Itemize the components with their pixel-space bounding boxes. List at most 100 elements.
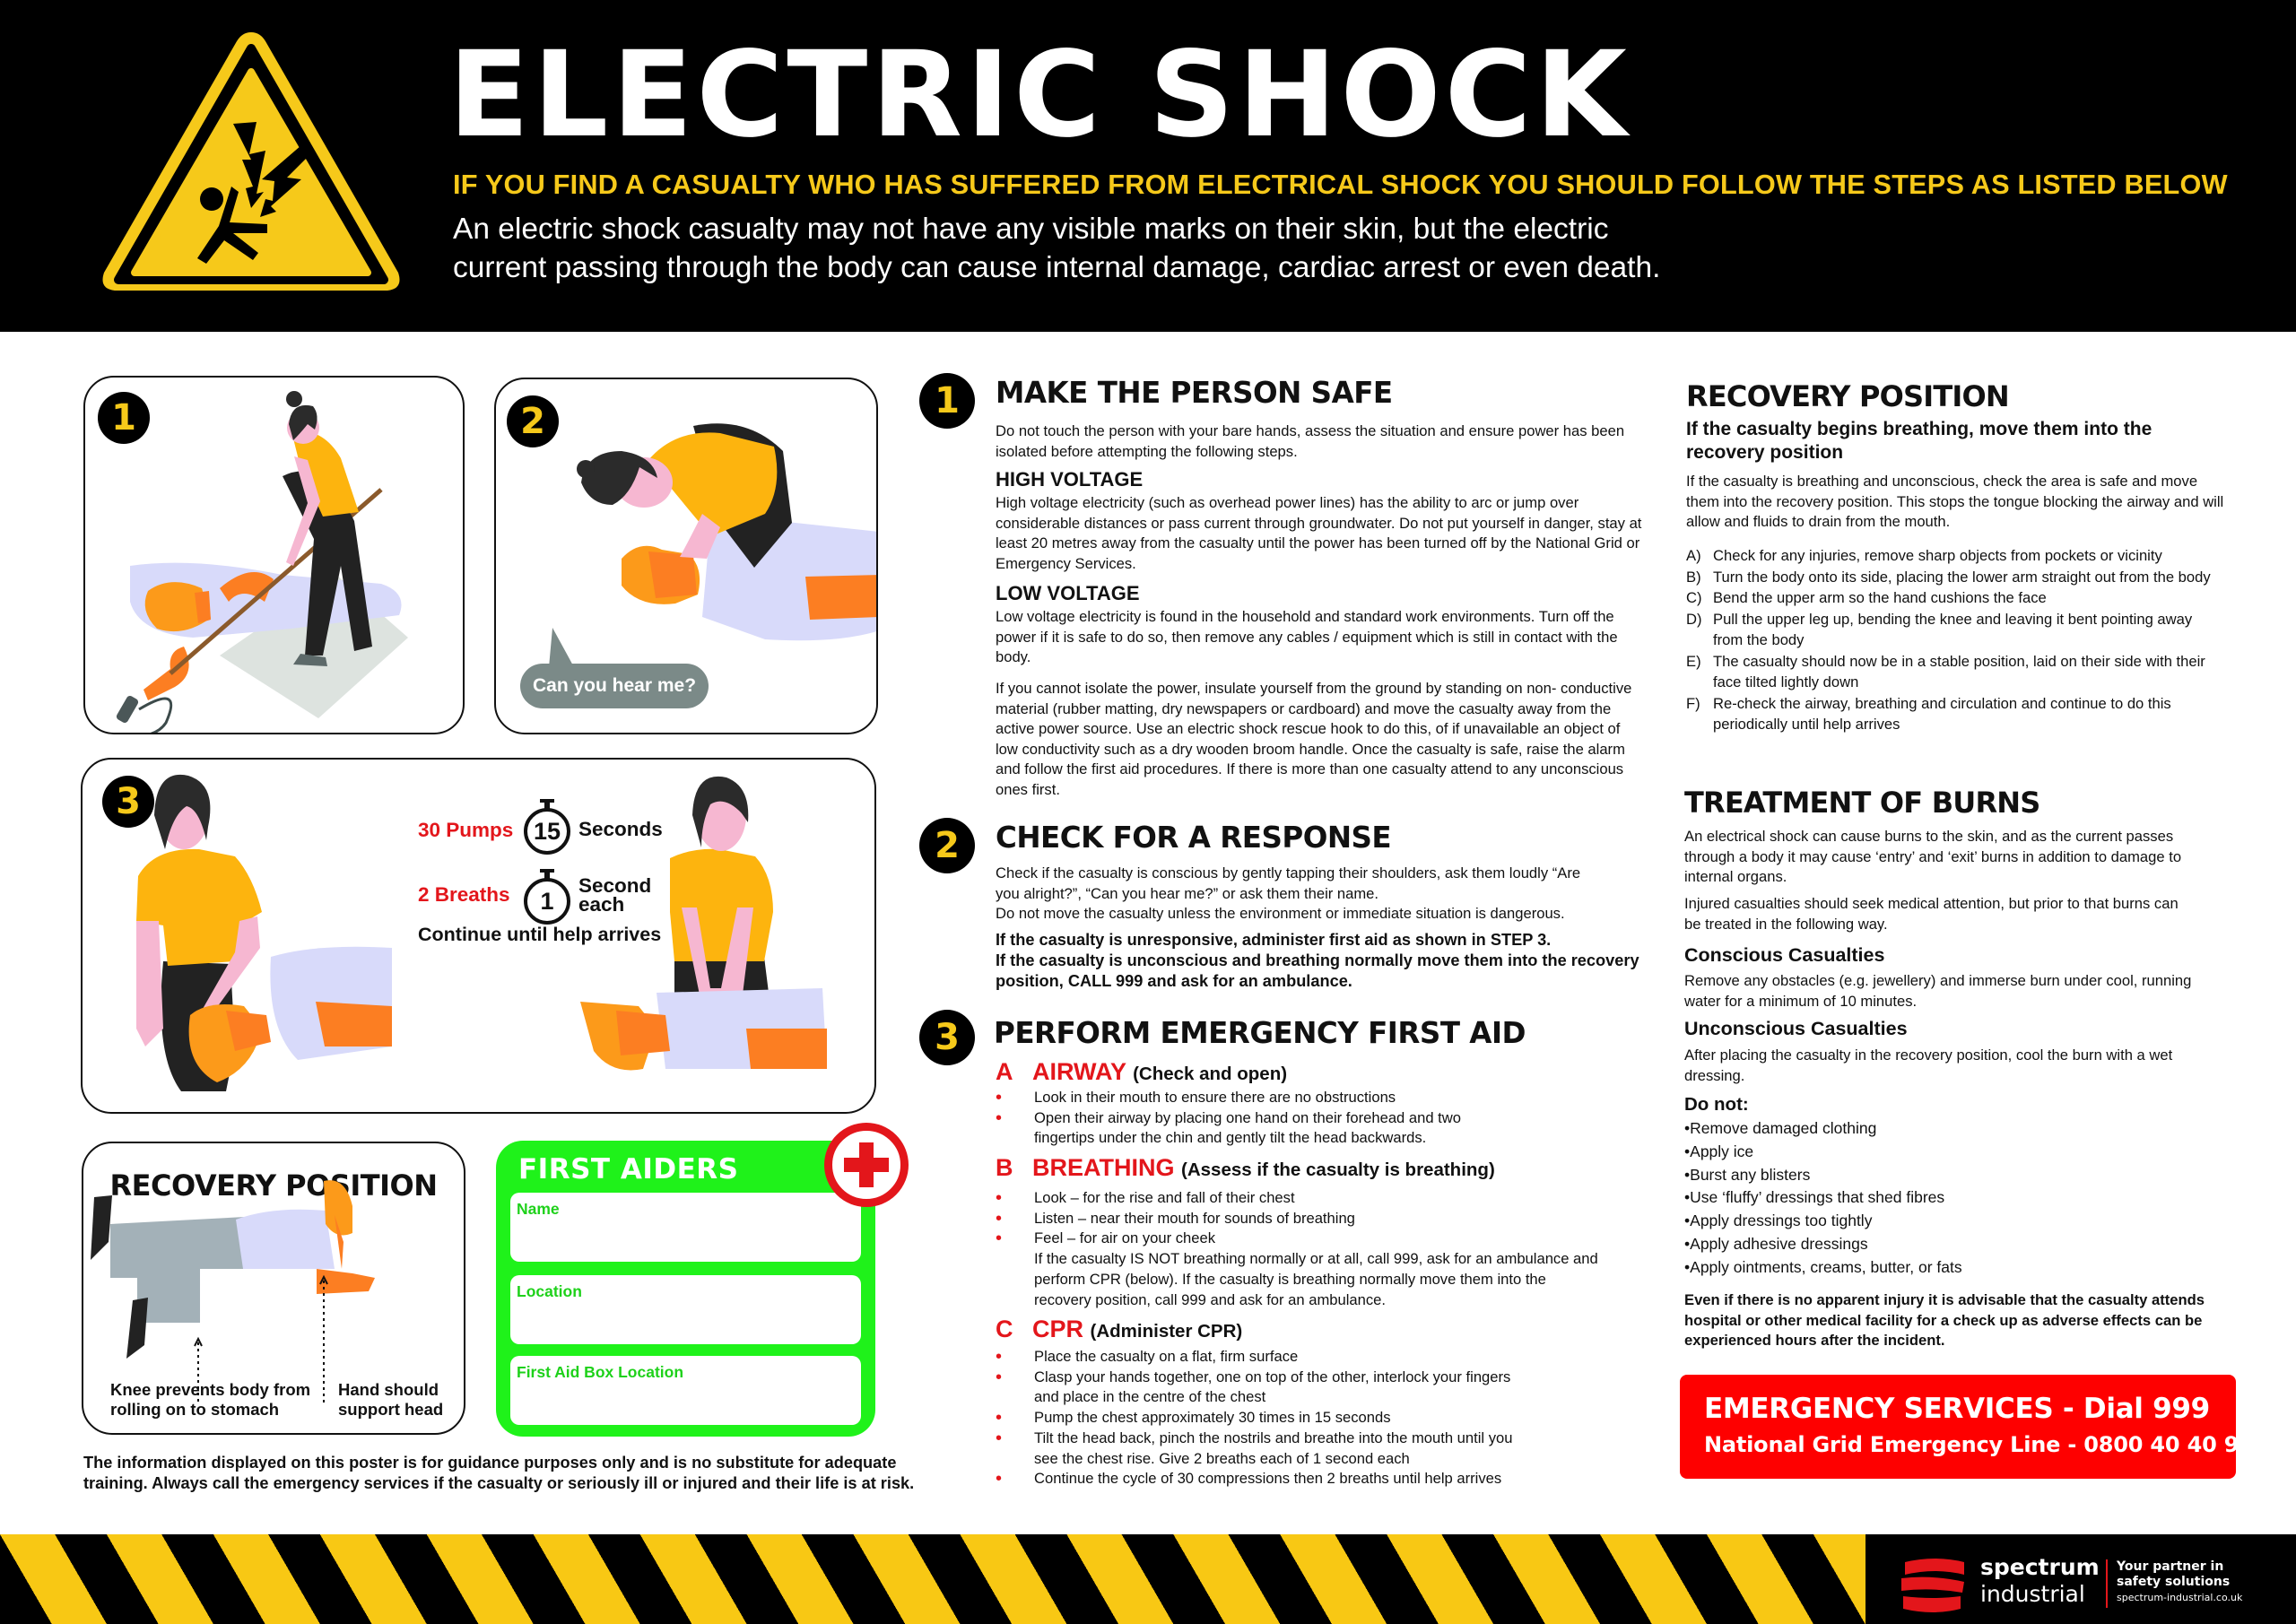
recovery-position-title: RECOVERY POSITION — [1686, 379, 2010, 413]
stopwatch-icon: 15 — [524, 799, 570, 855]
low-voltage-text: Low voltage electricity is found in the … — [996, 608, 1618, 665]
breathing-heading: BREATHING (Assess if the casualty is bre… — [1032, 1154, 1495, 1182]
high-voltage-text: High voltage electricity (such as overhe… — [996, 494, 1642, 572]
knee-caption-line-1: Knee prevents body from — [110, 1380, 311, 1399]
list-item: Pump the chest approximately 30 times in… — [996, 1408, 1534, 1429]
disclaimer: The information displayed on this poster… — [83, 1453, 944, 1494]
item-letter: F) — [1686, 694, 1700, 712]
airway-heading: AIRWAY (Check and open) — [1032, 1058, 1287, 1086]
list-item: F) Re-check the airway, breathing and cir… — [1686, 693, 2224, 735]
list-item: Apply dressings too tightly — [1684, 1210, 1962, 1233]
item-letter: A) — [1686, 547, 1701, 564]
hand-caption-line-1: Hand should — [338, 1380, 439, 1399]
list-item: Tilt the head back, pinch the nostrils a… — [996, 1429, 1534, 1469]
breaths-label: 2 Breaths — [418, 883, 510, 906]
cpr-heading: CPR (Administer CPR) — [1032, 1316, 1242, 1343]
disclaimer-line-1: The information displayed on this poster… — [83, 1454, 897, 1472]
national-grid-line: National Grid Emergency Line - 0800 40 4… — [1704, 1432, 2254, 1457]
red-cross-icon — [824, 1123, 909, 1207]
item-letter: B) — [1686, 568, 1701, 586]
hand-caption-line-2: support head — [338, 1400, 444, 1419]
knee-caption: Knee prevents body from rolling on to st… — [110, 1380, 310, 1420]
high-voltage-title: HIGH VOLTAGE — [996, 468, 1144, 491]
airway-letter: A — [996, 1058, 1013, 1085]
first-aider-name-field[interactable]: Name — [510, 1193, 861, 1262]
brand-url[interactable]: spectrum-industrial.co.uk — [2117, 1592, 2243, 1603]
section-1-intro: Do not touch the person with your bare h… — [996, 422, 1625, 460]
airway-list: Look in their mouth to ensure there are … — [996, 1088, 1516, 1149]
conscious-text: Remove any obstacles (e.g. jewellery) an… — [1684, 972, 2192, 1010]
list-item: Clasp your hands together, one on top of… — [996, 1368, 1534, 1408]
step-1-badge: 1 — [98, 392, 150, 444]
intro-line-2: current passing through the body can cau… — [453, 251, 1661, 284]
list-item: Open their airway by placing one hand on… — [996, 1108, 1516, 1149]
breathing-word: BREATHING — [1032, 1154, 1175, 1181]
recovery-position-text: If the casualty is breathing and unconsc… — [1686, 473, 2224, 531]
list-item: Use ‘fluffy’ dressings that shed fibres — [1684, 1186, 1962, 1210]
breaths-unit: Second each — [578, 875, 651, 916]
section-3-title: PERFORM EMERGENCY FIRST AID — [994, 1016, 1526, 1050]
emergency-numbers-box: EMERGENCY SERVICES - Dial 999 National G… — [1680, 1375, 2254, 1479]
airway-paren: (Check and open) — [1133, 1064, 1288, 1084]
intro-line-1: An electric shock casualty may not have … — [453, 213, 1609, 246]
recovery-steps-list: A)Check for any injuries, remove sharp o… — [1686, 545, 2224, 735]
cpr-letter: C — [996, 1316, 1013, 1342]
continue-until-help: Continue until help arrives — [418, 924, 662, 945]
list-item: Remove damaged clothing — [1684, 1117, 1962, 1141]
pumps-unit: Seconds — [578, 818, 663, 840]
recovery-position-subtitle: If the casualty begins breathing, move t… — [1686, 419, 2152, 463]
first-aid-box-location-field[interactable]: First Aid Box Location — [510, 1356, 861, 1425]
cpr-word: CPR — [1032, 1316, 1084, 1342]
hand-caption: Hand should support head — [338, 1380, 443, 1420]
section-2-text-2: Do not move the casualty unless the envi… — [996, 905, 1565, 922]
header-banner: ELECTRIC SHOCK IF YOU FIND A CASUALTY WH… — [0, 0, 2296, 332]
recovery-position-illustration — [91, 1180, 375, 1405]
recovery-position-panel: RECOVERY POSITION Knee prevents body fro… — [82, 1142, 465, 1435]
step-3-badge: 3 — [102, 776, 154, 828]
list-item: E)The casualty should now be in a stable… — [1686, 651, 2224, 693]
cpr-illustration — [136, 774, 827, 1091]
brand-name-line-1: spectrum — [1980, 1554, 2100, 1580]
tagline-line-1: Your partner in — [2117, 1559, 2224, 1574]
location-field-label: Location — [517, 1282, 582, 1300]
item-text: Pull the upper leg up, bending the knee … — [1713, 610, 2193, 649]
recovery-panel-title: RECOVERY POSITION — [109, 1168, 438, 1203]
list-item: Apply ice — [1684, 1141, 1962, 1164]
breaths-unit-line-2: each — [578, 893, 625, 916]
unconscious-text: After placing the casualty in the recove… — [1684, 1046, 2173, 1084]
donot-list: Remove damaged clothing Apply ice Burst … — [1684, 1117, 1962, 1280]
brand-logo: spectrum industrial Your partner in safe… — [1866, 1534, 2296, 1624]
first-aiders-title: FIRST AIDERS — [518, 1153, 739, 1185]
cpr-paren: (Administer CPR) — [1090, 1321, 1243, 1342]
item-text: Turn the body onto its side, placing the… — [1713, 568, 2211, 586]
list-item: C)Bend the upper arm so the hand cushion… — [1686, 587, 2224, 609]
first-aider-location-field[interactable]: Location — [510, 1275, 861, 1344]
airway-word: AIRWAY — [1032, 1058, 1126, 1085]
section-2-title: CHECK FOR A RESPONSE — [996, 821, 1392, 855]
breathing-paren: (Assess if the casualty is breathing) — [1181, 1159, 1495, 1180]
cpr-rhythm-info: 30 Pumps 15 Seconds 2 Breaths 1 Second e… — [418, 799, 714, 930]
section-2-badge: 2 — [919, 818, 975, 873]
brand-divider — [2106, 1559, 2108, 1608]
section-3-badge: 3 — [919, 1010, 975, 1065]
unconscious-title: Unconscious Casualties — [1684, 1018, 1908, 1039]
stopwatch-icon: 1 — [524, 869, 570, 925]
section-2-text-1: Check if the casualty is conscious by ge… — [996, 864, 1581, 902]
pumps-row: 30 Pumps 15 Seconds — [418, 799, 714, 871]
item-text: The casualty should now be in a stable p… — [1713, 652, 2205, 691]
list-item: Look – for the rise and fall of their ch… — [996, 1188, 1605, 1209]
speech-bubble-tail — [549, 628, 574, 667]
brand-name-line-2: industrial — [1980, 1581, 2085, 1607]
cpr-list: Place the casualty on a flat, firm surfa… — [996, 1347, 1534, 1489]
first-aiders-card: FIRST AIDERS Name Location First Aid Box… — [496, 1141, 875, 1437]
section-2-bold-2: If the casualty is unconscious and breat… — [996, 951, 1639, 990]
page-title: ELECTRIC SHOCK — [448, 26, 1631, 164]
pumps-label: 30 Pumps — [418, 819, 514, 841]
low-voltage-title: LOW VOLTAGE — [996, 582, 1140, 604]
list-item: Burst any blisters — [1684, 1164, 1962, 1187]
list-item: Place the casualty on a flat, firm surfa… — [996, 1347, 1534, 1368]
step-2-badge: 2 — [507, 395, 559, 447]
section-2-bold-1: If the casualty is unresponsive, adminis… — [996, 931, 1552, 949]
item-text: Re-check the airway, breathing and circu… — [1713, 694, 2171, 734]
list-item: Continue the cycle of 30 compressions th… — [996, 1469, 1534, 1489]
